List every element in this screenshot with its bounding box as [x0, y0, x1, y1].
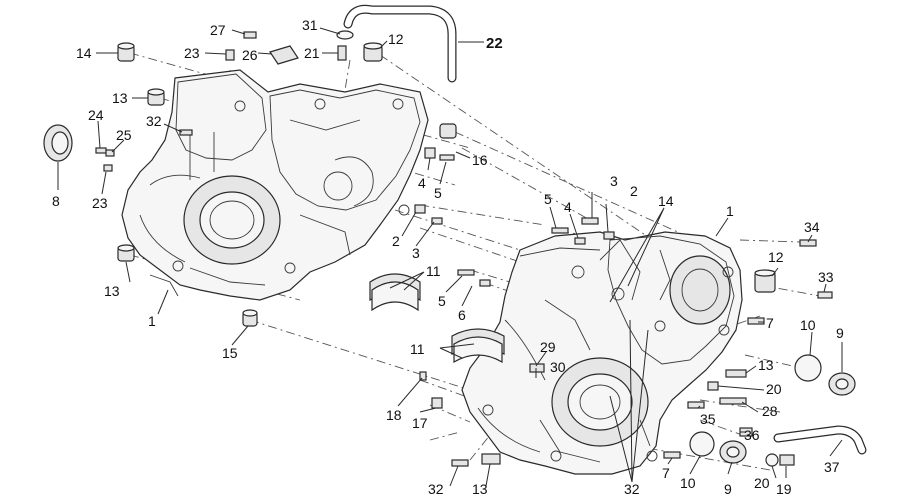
dowel-bush-13-upper: [147, 88, 165, 106]
dowel-bush-15: [242, 309, 258, 327]
washer-26: [269, 45, 299, 65]
callout-22: 22: [486, 35, 503, 52]
callout-28: 28: [762, 403, 778, 419]
gear-housing-bore: [669, 255, 731, 325]
callout-15: 15: [222, 345, 238, 361]
callout-3: 3: [610, 173, 618, 189]
callout-26: 26: [242, 47, 258, 63]
callout-29: 29: [540, 339, 556, 355]
oil-seal-8: [43, 124, 73, 162]
callout-1: 1: [148, 313, 156, 329]
caps-9: [719, 372, 856, 464]
callout-5: 5: [434, 185, 442, 201]
callout-24: 24: [88, 107, 104, 123]
screw-27: [243, 31, 257, 39]
dowel-bush-16: [439, 123, 457, 139]
main-bearing-upper: [369, 273, 421, 312]
callout-2: 2: [392, 233, 400, 249]
callout-9: 9: [836, 325, 844, 341]
callout-8: 8: [52, 193, 60, 209]
callout-27: 27: [210, 22, 226, 38]
plug-21: [337, 45, 347, 61]
callout-3: 3: [412, 245, 420, 261]
screws-left-small: [95, 129, 193, 172]
callout-7: 7: [662, 465, 670, 481]
callout-12: 12: [388, 31, 404, 47]
callout-19: 19: [776, 481, 792, 497]
callout-6: 6: [458, 307, 466, 323]
callout-9: 9: [724, 481, 732, 497]
dowel-bush-14-left: [117, 42, 135, 62]
callout-7: 7: [766, 315, 774, 331]
callout-13: 13: [112, 90, 128, 106]
breather-hose-22: [343, 4, 457, 83]
callout-11: 11: [426, 263, 441, 279]
right-crankcase-half: [461, 231, 743, 475]
callout-35: 35: [700, 411, 716, 427]
clip-31: [336, 30, 354, 40]
callout-21: 21: [304, 45, 320, 61]
callout-5: 5: [438, 293, 446, 309]
callout-4: 4: [564, 199, 572, 215]
left-crankcase-half: [121, 69, 429, 301]
callout-30: 30: [550, 359, 566, 375]
callout-17: 17: [412, 415, 428, 431]
callout-23: 23: [92, 195, 108, 211]
callout-20: 20: [754, 475, 770, 491]
callout-14: 14: [658, 193, 674, 209]
callout-37: 37: [824, 459, 840, 475]
callout-25: 25: [116, 127, 132, 143]
callout-32: 32: [428, 481, 444, 497]
callout-13: 13: [758, 357, 774, 373]
callout-5: 5: [544, 191, 552, 207]
callout-16: 16: [472, 152, 488, 168]
o-rings: [689, 354, 822, 467]
callout-33: 33: [818, 269, 834, 285]
callout-labels: 27 31 22 14 23 26 21 12 13 24 25 32 16 4…: [52, 17, 844, 497]
callout-11: 11: [410, 341, 425, 357]
callout-34: 34: [804, 219, 820, 235]
callout-2: 2: [630, 183, 638, 199]
callout-13: 13: [104, 283, 120, 299]
main-bearing-lower: [451, 328, 505, 364]
callout-32: 32: [146, 113, 162, 129]
callout-10: 10: [680, 475, 696, 491]
callout-12: 12: [768, 249, 784, 265]
screw-23-top: [225, 49, 235, 61]
callout-32: 32: [624, 481, 640, 497]
callout-18: 18: [386, 407, 402, 423]
callout-23: 23: [184, 45, 200, 61]
callout-14: 14: [76, 45, 92, 61]
callout-1: 1: [726, 203, 734, 219]
callout-36: 36: [744, 427, 760, 443]
hose-37: [773, 425, 867, 455]
leader-lines: [57, 27, 843, 487]
callout-10: 10: [800, 317, 816, 333]
callout-13: 13: [472, 481, 488, 497]
dowel-bush-12-top: [363, 42, 383, 62]
bolts-middle: [414, 147, 615, 409]
callout-31: 31: [302, 17, 318, 33]
dowel-bush-13-lower: [117, 244, 135, 262]
dowel-bush-12-right: [754, 269, 776, 293]
callout-4: 4: [418, 175, 426, 191]
callout-20: 20: [766, 381, 782, 397]
